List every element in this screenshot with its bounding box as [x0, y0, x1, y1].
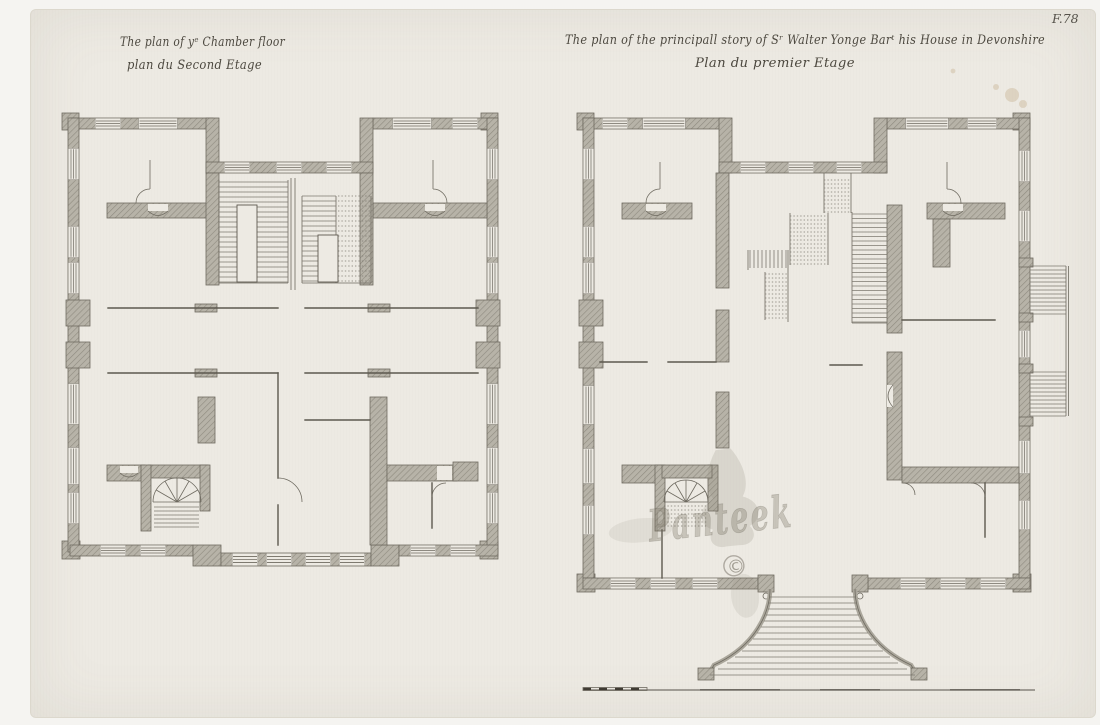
right-plan-grand-staircase — [747, 173, 887, 324]
left-plan-main-staircase — [218, 178, 372, 290]
right-floor-plan — [576, 112, 1069, 691]
watermark-ornament — [701, 448, 759, 548]
captions: The plan of yᵉ Chamber floor plan du Sec… — [120, 11, 1079, 73]
left-plan-corridor-lines — [107, 307, 479, 546]
paper-stains — [950, 68, 1027, 108]
left-plan-interior-walls — [106, 172, 488, 546]
right-plan-partition-lines — [599, 319, 996, 579]
left-plan-windows — [68, 118, 498, 566]
watermark-tail — [730, 573, 760, 618]
right-plan-title-english: The plan of the principall story of Sʳ W… — [565, 33, 1045, 48]
right-plan-door-arcs — [645, 162, 986, 498]
watermark-flourish — [608, 517, 673, 543]
left-plan-title-french: plan du Second Etage — [127, 58, 262, 73]
entrance-steps — [697, 588, 928, 681]
left-plan-title-english: The plan of yᵉ Chamber floor — [120, 35, 285, 50]
watermark-text: Panteek — [644, 487, 795, 553]
watermark-copyright-ring — [723, 555, 745, 577]
left-floor-plan — [61, 112, 501, 567]
left-plan-winder-staircase — [152, 477, 202, 528]
right-plan-interior-walls — [621, 172, 1020, 532]
left-plan-exterior-walls — [61, 112, 501, 567]
ground-line-and-scale-bar — [582, 687, 1035, 691]
left-plan-door-arcs — [135, 160, 448, 503]
right-plan-title-french: Plan du premier Etage — [694, 56, 855, 71]
plate-number: F.78 — [1051, 11, 1079, 26]
watermark-copyright-symbol: © — [726, 556, 746, 579]
garden-side-steps — [1030, 265, 1069, 417]
right-plan-winder-staircase — [663, 479, 709, 527]
